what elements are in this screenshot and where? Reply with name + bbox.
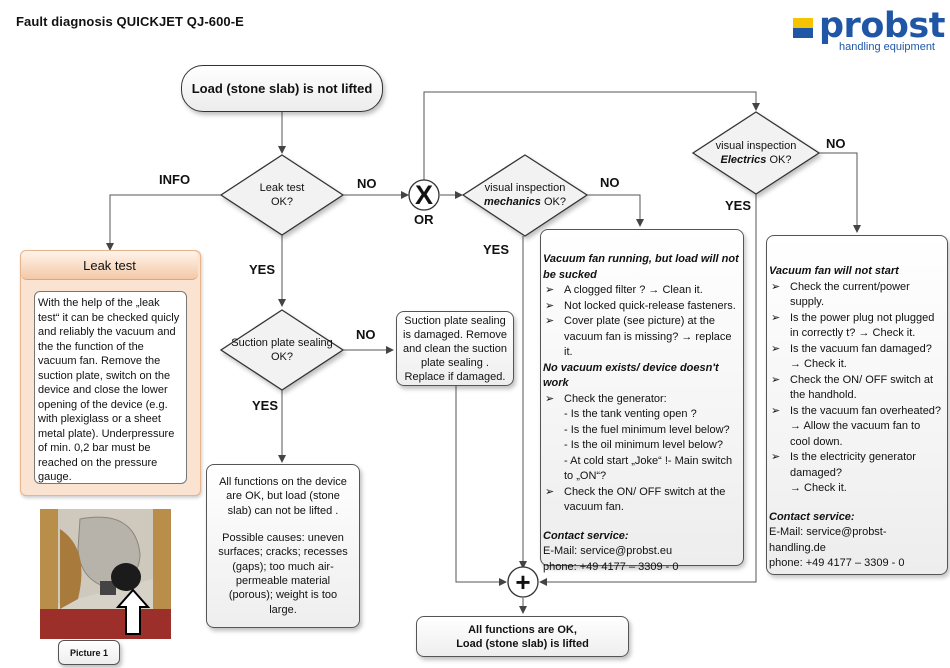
mechanics-line-1: visual inspection — [484, 182, 566, 194]
electrics-label: visual inspection Electrics OK? — [702, 136, 810, 170]
device-photo — [40, 509, 171, 639]
edge-x-up — [423, 91, 760, 180]
sealing-action-text: Suction plate sealing is damaged. Remove… — [403, 314, 507, 369]
decision-mechanics — [461, 154, 589, 237]
sealing-no-label: NO — [356, 327, 376, 342]
electrics-emph: Electrics — [720, 154, 767, 166]
mechanics-panel: Vacuum fan running, but load will not be… — [540, 229, 744, 573]
x-gate-glyph: X — [414, 180, 433, 210]
generator-check-2: - Is the fuel minimum level below? — [564, 423, 730, 436]
info-label: INFO — [159, 172, 191, 187]
leak-test-line-2: OK? — [270, 196, 293, 208]
mech-item-fasteners: Not locked quick-release fasteners. — [543, 299, 739, 315]
mechanics-emph: mechanics — [484, 196, 541, 208]
device-ok-box: All functions on the device are OK, but … — [206, 464, 360, 628]
edge-elec-yes — [539, 194, 757, 586]
probst-logo: probst handling equipment — [793, 6, 945, 54]
join-gate — [507, 566, 539, 598]
leak-test-panel-title: Leak test — [21, 251, 198, 280]
decision-electrics — [691, 111, 821, 195]
or-gate — [408, 179, 440, 211]
mech-heading-2: No vacuum exists/ device doesn't work — [543, 361, 719, 390]
leak-test-panel: Leak test With the help of the „leak tes… — [20, 250, 201, 496]
mech-contact-email: E-Mail: service@probst.eu — [543, 545, 673, 557]
device-ok-text: All functions on the device are OK, but … — [219, 476, 347, 517]
mechanics-suffix: OK? — [540, 196, 566, 208]
mech-item-filter: A clogged filter ? → Clean it. — [543, 283, 739, 299]
generator-check-1: - Is the tank venting open ? — [564, 408, 697, 420]
elec-contact-heading: Contact service: — [769, 510, 855, 523]
mechanics-label: visual inspection mechanics OK? — [470, 178, 580, 212]
logo-tagline: handling equipment — [838, 41, 935, 53]
electrics-panel: Vacuum fan will not start Check the curr… — [766, 235, 948, 575]
edge-elec-no — [819, 152, 861, 233]
leak-no-label: NO — [357, 176, 377, 191]
sealing-action-replace: Replace if damaged. — [404, 370, 506, 383]
logo-mark-blue — [793, 28, 813, 38]
generator-check-3: - Is the oil minimum level below? — [564, 439, 723, 451]
elec-heading: Vacuum fan will not start — [769, 265, 899, 277]
start-node: Load (stone slab) is not lifted — [181, 65, 383, 112]
mech-item-generator: Check the generator: — [543, 392, 739, 408]
end-line-1: All functions are OK, — [468, 623, 577, 636]
mech-spacer — [543, 516, 739, 529]
elec-item-generator: Is the electricity generator damaged? — [769, 450, 943, 481]
electrics-suffix: OK? — [766, 154, 792, 166]
elec-item-damaged: Is the vacuum fan damaged? — [769, 342, 943, 358]
mechanics-line-2: mechanics OK? — [484, 195, 566, 209]
mech-contact-phone: phone: +49 4177 – 3309 - 0 — [543, 560, 679, 573]
elec-item-power: Check the current/power supply. — [769, 280, 943, 311]
mech-yes-label: YES — [483, 242, 510, 257]
elec-no-label: NO — [826, 136, 846, 151]
mech-contact-heading: Contact service: — [543, 529, 629, 542]
decision-suction-sealing — [219, 309, 345, 391]
elec-yes-label: YES — [725, 198, 752, 213]
generator-check-4: - At cold start „Joke“ !- Main switch to… — [564, 454, 733, 483]
electrics-line-2: Electrics OK? — [721, 153, 792, 167]
elec-contact-phone: phone: +49 4177 – 3309 - 0 — [769, 557, 905, 569]
picture-caption: Picture 1 — [58, 640, 120, 665]
suction-sealing-line-2: OK? — [270, 351, 293, 363]
end-line-2: Load (stone slab) is lifted — [456, 637, 589, 650]
leak-yes-label: YES — [249, 262, 276, 277]
edge-sealing-plus — [455, 386, 507, 586]
or-label: OR — [414, 212, 434, 227]
page-title: Fault diagnosis QUICKJET QJ-600-E — [16, 14, 244, 29]
sealing-yes-label: YES — [252, 398, 279, 413]
edge-leak-info — [106, 194, 221, 251]
mech-heading-1: Vacuum fan running, but load will not be… — [543, 253, 739, 281]
elec-spacer — [769, 497, 943, 510]
sealing-action-box: Suction plate sealing is damaged. Remove… — [396, 311, 514, 386]
elec-item-overheated-action: → Allow the vacuum fan to cool down. — [790, 420, 921, 448]
elec-item-switch: Check the ON/ OFF switch at the handhold… — [769, 373, 943, 404]
leak-test-label: Leak test OK? — [240, 178, 324, 212]
possible-causes-text: Possible causes: uneven surfaces; cracks… — [218, 532, 348, 616]
suction-sealing-label: Suction plate sealing OK? — [224, 333, 340, 367]
edge-mech-no — [587, 194, 644, 227]
decision-leak-test — [219, 154, 345, 236]
leak-test-panel-body: With the help of the „leak test“ it can … — [34, 291, 187, 484]
logo-mark-yellow — [793, 18, 813, 28]
logo-wordmark: probst — [819, 6, 945, 46]
mech-item-cover: Cover plate (see picture) at the vacuum … — [543, 314, 739, 361]
elec-item-overheated: Is the vacuum fan overheated? — [769, 404, 943, 420]
leak-test-line-1: Leak test — [259, 182, 305, 194]
elec-item-generator-action: → Check it. — [790, 482, 847, 494]
electrics-line-1: visual inspection — [715, 140, 797, 152]
elec-item-plug: Is the power plug not plugged in correct… — [769, 311, 943, 342]
mech-no-label: NO — [600, 175, 620, 190]
elec-item-damaged-action: → Check it. — [790, 358, 847, 370]
plus-gate-glyph: + — [515, 567, 531, 597]
end-node: All functions are OK, Load (stone slab) … — [416, 616, 629, 657]
suction-sealing-line-1: Suction plate sealing — [231, 337, 333, 349]
elec-contact-email: E-Mail: service@probst-handling.de — [769, 526, 887, 554]
mech-item-switch: Check the ON/ OFF switch at the vacuum f… — [543, 485, 739, 516]
